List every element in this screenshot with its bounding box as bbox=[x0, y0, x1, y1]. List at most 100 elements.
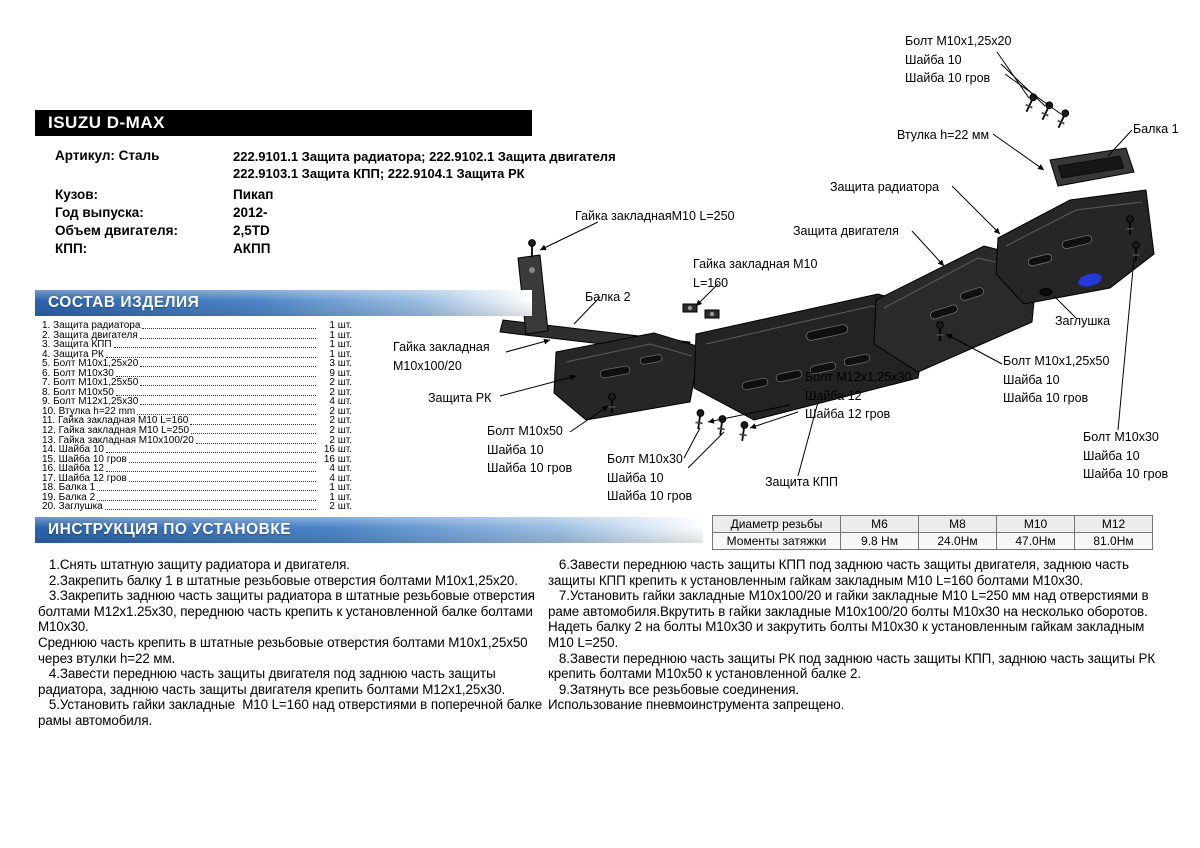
part-qty: 4 шт. bbox=[329, 396, 352, 408]
dotted-leader bbox=[105, 356, 316, 358]
torque-table-header-row: Диаметр резьбы М6 М8 М10 М12 bbox=[712, 515, 1153, 533]
instruction-step-7-cont: Надеть балку 2 на болты М10х30 и закрути… bbox=[548, 619, 1148, 650]
part-name: 13. Гайка закладная M10х100/20 bbox=[42, 434, 194, 446]
parts-list-item: 5. Болт M10х1,25х20 3 шт. bbox=[42, 359, 352, 369]
article-line-1: 222.9101.1 Защита радиатора; 222.9102.1 … bbox=[233, 149, 616, 164]
article-label: Артикул: Сталь bbox=[55, 148, 160, 163]
instruction-step-7: 7.Установить гайки закладные М10х100/20 … bbox=[548, 588, 1153, 619]
diagram-label-bolt-m10x50: Болт М10х50 Шайба 10 Шайба 10 гров bbox=[487, 424, 573, 475]
diagram-label-bolt-m10x30-left: Болт М10х30 Шайба 10 Шайба 10 гров bbox=[607, 452, 693, 503]
diagram-label-beam-1: Балка 1 bbox=[1133, 122, 1179, 136]
part-qty: 3 шт. bbox=[329, 358, 352, 370]
part-qty: 1 шт. bbox=[329, 491, 352, 503]
part-name: 11. Гайка закладная M10 L=160 bbox=[42, 415, 189, 427]
diagram-label-beam-2: Балка 2 bbox=[585, 290, 631, 304]
info-label: Год выпуска: bbox=[55, 205, 144, 220]
instruction-step-4: 4.Завести переднюю часть защиты двигател… bbox=[38, 666, 506, 697]
diagram-label-bolt-m10x30-right: Болт М10х30 Шайба 10 Шайба 10 гров bbox=[1083, 430, 1169, 481]
diagram-label-engine-guard: Защита двигателя bbox=[793, 224, 899, 238]
diagram-label-bushing-h22: Втулка h=22 мм bbox=[897, 128, 990, 142]
part-name: 3. Защита КПП bbox=[42, 339, 112, 351]
info-row-engine: Объем двигателя: 2,5TD bbox=[55, 223, 525, 238]
part-qty: 1 шт. bbox=[329, 339, 352, 351]
torque-table: Диаметр резьбы М6 М8 М10 М12 Моменты зат… bbox=[712, 515, 1153, 550]
part-qty: 2 шт. bbox=[329, 425, 352, 437]
diagram-label-bolt-m10x1-25x20: Болт М10х1,25х20 Шайба 10 Шайба 10 гров bbox=[905, 34, 1012, 85]
part-name: 18. Балка 1 bbox=[42, 482, 96, 494]
diagram-label-plug: Заглушка bbox=[1055, 314, 1111, 328]
part-qty: 2 шт. bbox=[329, 377, 352, 389]
diagram-label-nut-m10-l160: Гайка закладная М10 L=160 bbox=[693, 257, 818, 290]
part-qty: 1 шт. bbox=[329, 329, 352, 341]
diagram-label-transfer-guard: Защита РК bbox=[428, 391, 492, 405]
nut-icons bbox=[682, 303, 720, 319]
part-name: 16. Шайба 12 bbox=[42, 463, 104, 475]
instruction-step-3-cont: Среднюю часть крепить в штатные резьбовы… bbox=[38, 634, 532, 666]
part-name: 20. Заглушка bbox=[42, 501, 103, 513]
torque-diameter-label: Диаметр резьбы bbox=[712, 515, 841, 533]
bolt-icons bbox=[528, 93, 1140, 441]
beam-1-drawing bbox=[1049, 147, 1135, 187]
diagram-label-radiator-guard: Защита радиатора bbox=[830, 180, 940, 194]
diagram-label-nut-m10x100-20: Гайка закладная М10х100/20 bbox=[393, 340, 490, 373]
part-name: 5. Болт M10х1,25х20 bbox=[42, 358, 139, 370]
part-qty: 2 шт. bbox=[329, 405, 352, 417]
instruction-note: Использование пневмоинструмента запрещен… bbox=[548, 697, 845, 713]
part-name: 6. Болт M10х30 bbox=[42, 367, 114, 379]
parts-list-item: 20. Заглушка 2 шт. bbox=[42, 502, 352, 512]
part-qty: 4 шт. bbox=[329, 463, 352, 475]
instruction-step-6: 6.Завести переднюю часть защиты КПП под … bbox=[548, 557, 1133, 588]
info-row-transmission: КПП: АКПП bbox=[55, 241, 525, 256]
instruction-step-5: 5.Установить гайки закладные М10 L=160 н… bbox=[38, 697, 546, 728]
torque-val-m8: 24.0Нм bbox=[918, 532, 997, 550]
part-qty: 16 шт. bbox=[323, 444, 352, 456]
dotted-leader bbox=[140, 385, 316, 387]
torque-col-m10: М10 bbox=[996, 515, 1075, 533]
part-name: 14. Шайба 10 bbox=[42, 444, 104, 456]
info-row-year: Год выпуска: 2012- bbox=[55, 205, 525, 220]
dotted-leader bbox=[97, 499, 316, 501]
article-values: 222.9101.1 Защита радиатора; 222.9102.1 … bbox=[233, 148, 616, 182]
part-qty: 2 шт. bbox=[329, 386, 352, 398]
article-line-2: 222.9103.1 Защита КПП; 222.9104.1 Защита… bbox=[233, 166, 525, 181]
dotted-leader bbox=[128, 480, 316, 482]
part-qty: 2 шт. bbox=[329, 415, 352, 427]
part-name: 17. Шайба 12 гров bbox=[42, 472, 127, 484]
info-label: КПП: bbox=[55, 241, 88, 256]
dotted-leader bbox=[139, 337, 316, 339]
torque-moment-label: Моменты затяжки bbox=[712, 532, 841, 550]
diagram-label-gearbox-guard: Защита КПП bbox=[765, 475, 839, 489]
torque-col-m12: М12 bbox=[1074, 515, 1153, 533]
instruction-step-8: 8.Завести переднюю часть защиты РК под з… bbox=[548, 650, 1159, 682]
part-qty: 16 шт. bbox=[323, 453, 352, 465]
part-qty: 2 шт. bbox=[329, 501, 352, 513]
instruction-step-1: 1.Снять штатную защиту радиатора и двига… bbox=[38, 557, 350, 572]
torque-val-m12: 81.0Нм bbox=[1074, 532, 1153, 550]
dotted-leader bbox=[195, 442, 316, 444]
info-label: Объем двигателя: bbox=[55, 223, 178, 238]
dotted-leader bbox=[105, 471, 316, 473]
info-value: АКПП bbox=[233, 241, 271, 256]
parts-list-item: 11. Гайка закладная M10 L=160 2 шт. bbox=[42, 416, 352, 426]
dotted-leader bbox=[115, 375, 316, 377]
dotted-leader bbox=[140, 366, 316, 368]
parts-list-item: 9. Болт M12х1,25х30 4 шт. bbox=[42, 397, 352, 407]
part-name: 15. Шайба 10 гров bbox=[42, 453, 127, 465]
part-name: 4. Защита РК bbox=[42, 348, 104, 360]
dotted-leader bbox=[140, 404, 316, 406]
instruction-step-3: 3.Закрепить заднюю часть защиты радиатор… bbox=[38, 588, 539, 635]
dotted-leader bbox=[97, 490, 316, 492]
torque-val-m10: 47.0Нм bbox=[996, 532, 1075, 550]
dotted-leader bbox=[137, 413, 316, 415]
part-name: 9. Болт M12х1,25х30 bbox=[42, 396, 139, 408]
instructions-right-column: 6.Завести переднюю часть защиты КПП под … bbox=[548, 557, 1166, 713]
